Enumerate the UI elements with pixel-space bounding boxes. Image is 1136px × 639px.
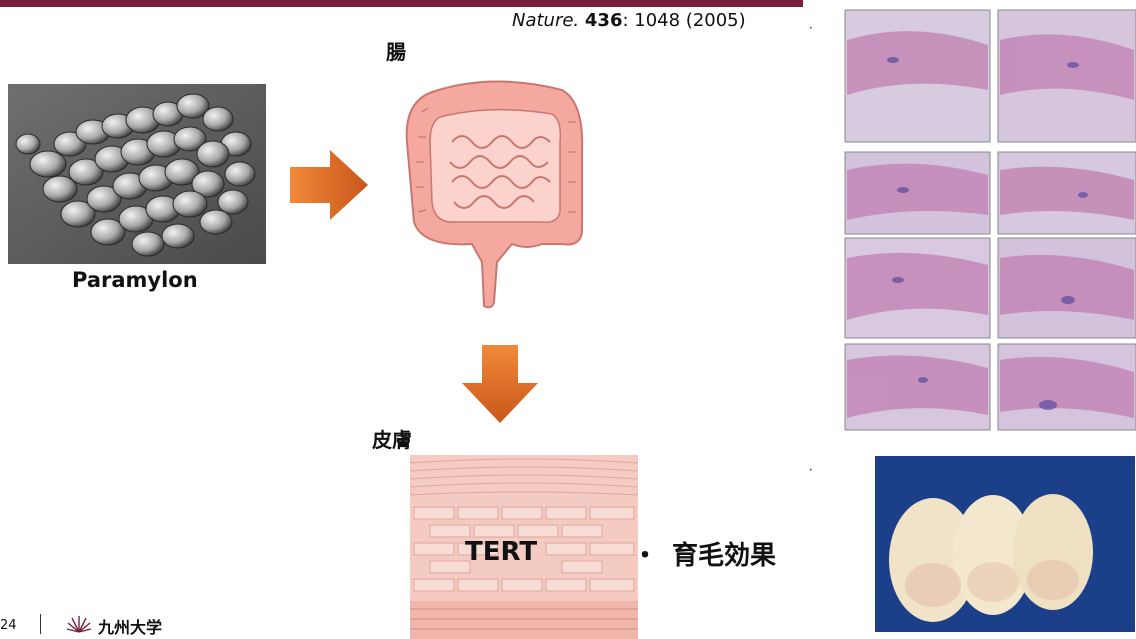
- bullet-marker: ・: [632, 541, 658, 571]
- citation: Nature. 436: 1048 (2005): [512, 10, 746, 31]
- citation-pages: : 1048 (2005): [622, 10, 745, 31]
- intestine-illustration: [392, 62, 596, 310]
- right-arrow-icon: [290, 150, 370, 220]
- research-figure: • •: [803, 0, 1136, 639]
- intestine-label: 腸: [386, 36, 406, 65]
- svg-text:•: •: [809, 25, 813, 32]
- histology-grid: • •: [809, 10, 1136, 474]
- footer-separator: [40, 614, 41, 634]
- university-name: 九州大学: [98, 614, 162, 638]
- mice-photo: [875, 456, 1135, 632]
- citation-volume: 436: [585, 10, 623, 31]
- svg-text:•: •: [809, 467, 813, 474]
- page-number: 24: [0, 618, 17, 633]
- hair-growth-effect-text: 育毛効果: [672, 541, 776, 571]
- paramylon-label: Paramylon: [72, 268, 198, 292]
- skin-label: 皮膚: [372, 424, 412, 453]
- hair-growth-effect: ・育毛効果: [632, 535, 776, 572]
- citation-journal: Nature.: [512, 10, 579, 31]
- paramylon-micrograph: [8, 84, 266, 264]
- tert-label: TERT: [465, 537, 537, 567]
- down-arrow-icon: [460, 345, 540, 425]
- university-logo-icon: [66, 614, 92, 634]
